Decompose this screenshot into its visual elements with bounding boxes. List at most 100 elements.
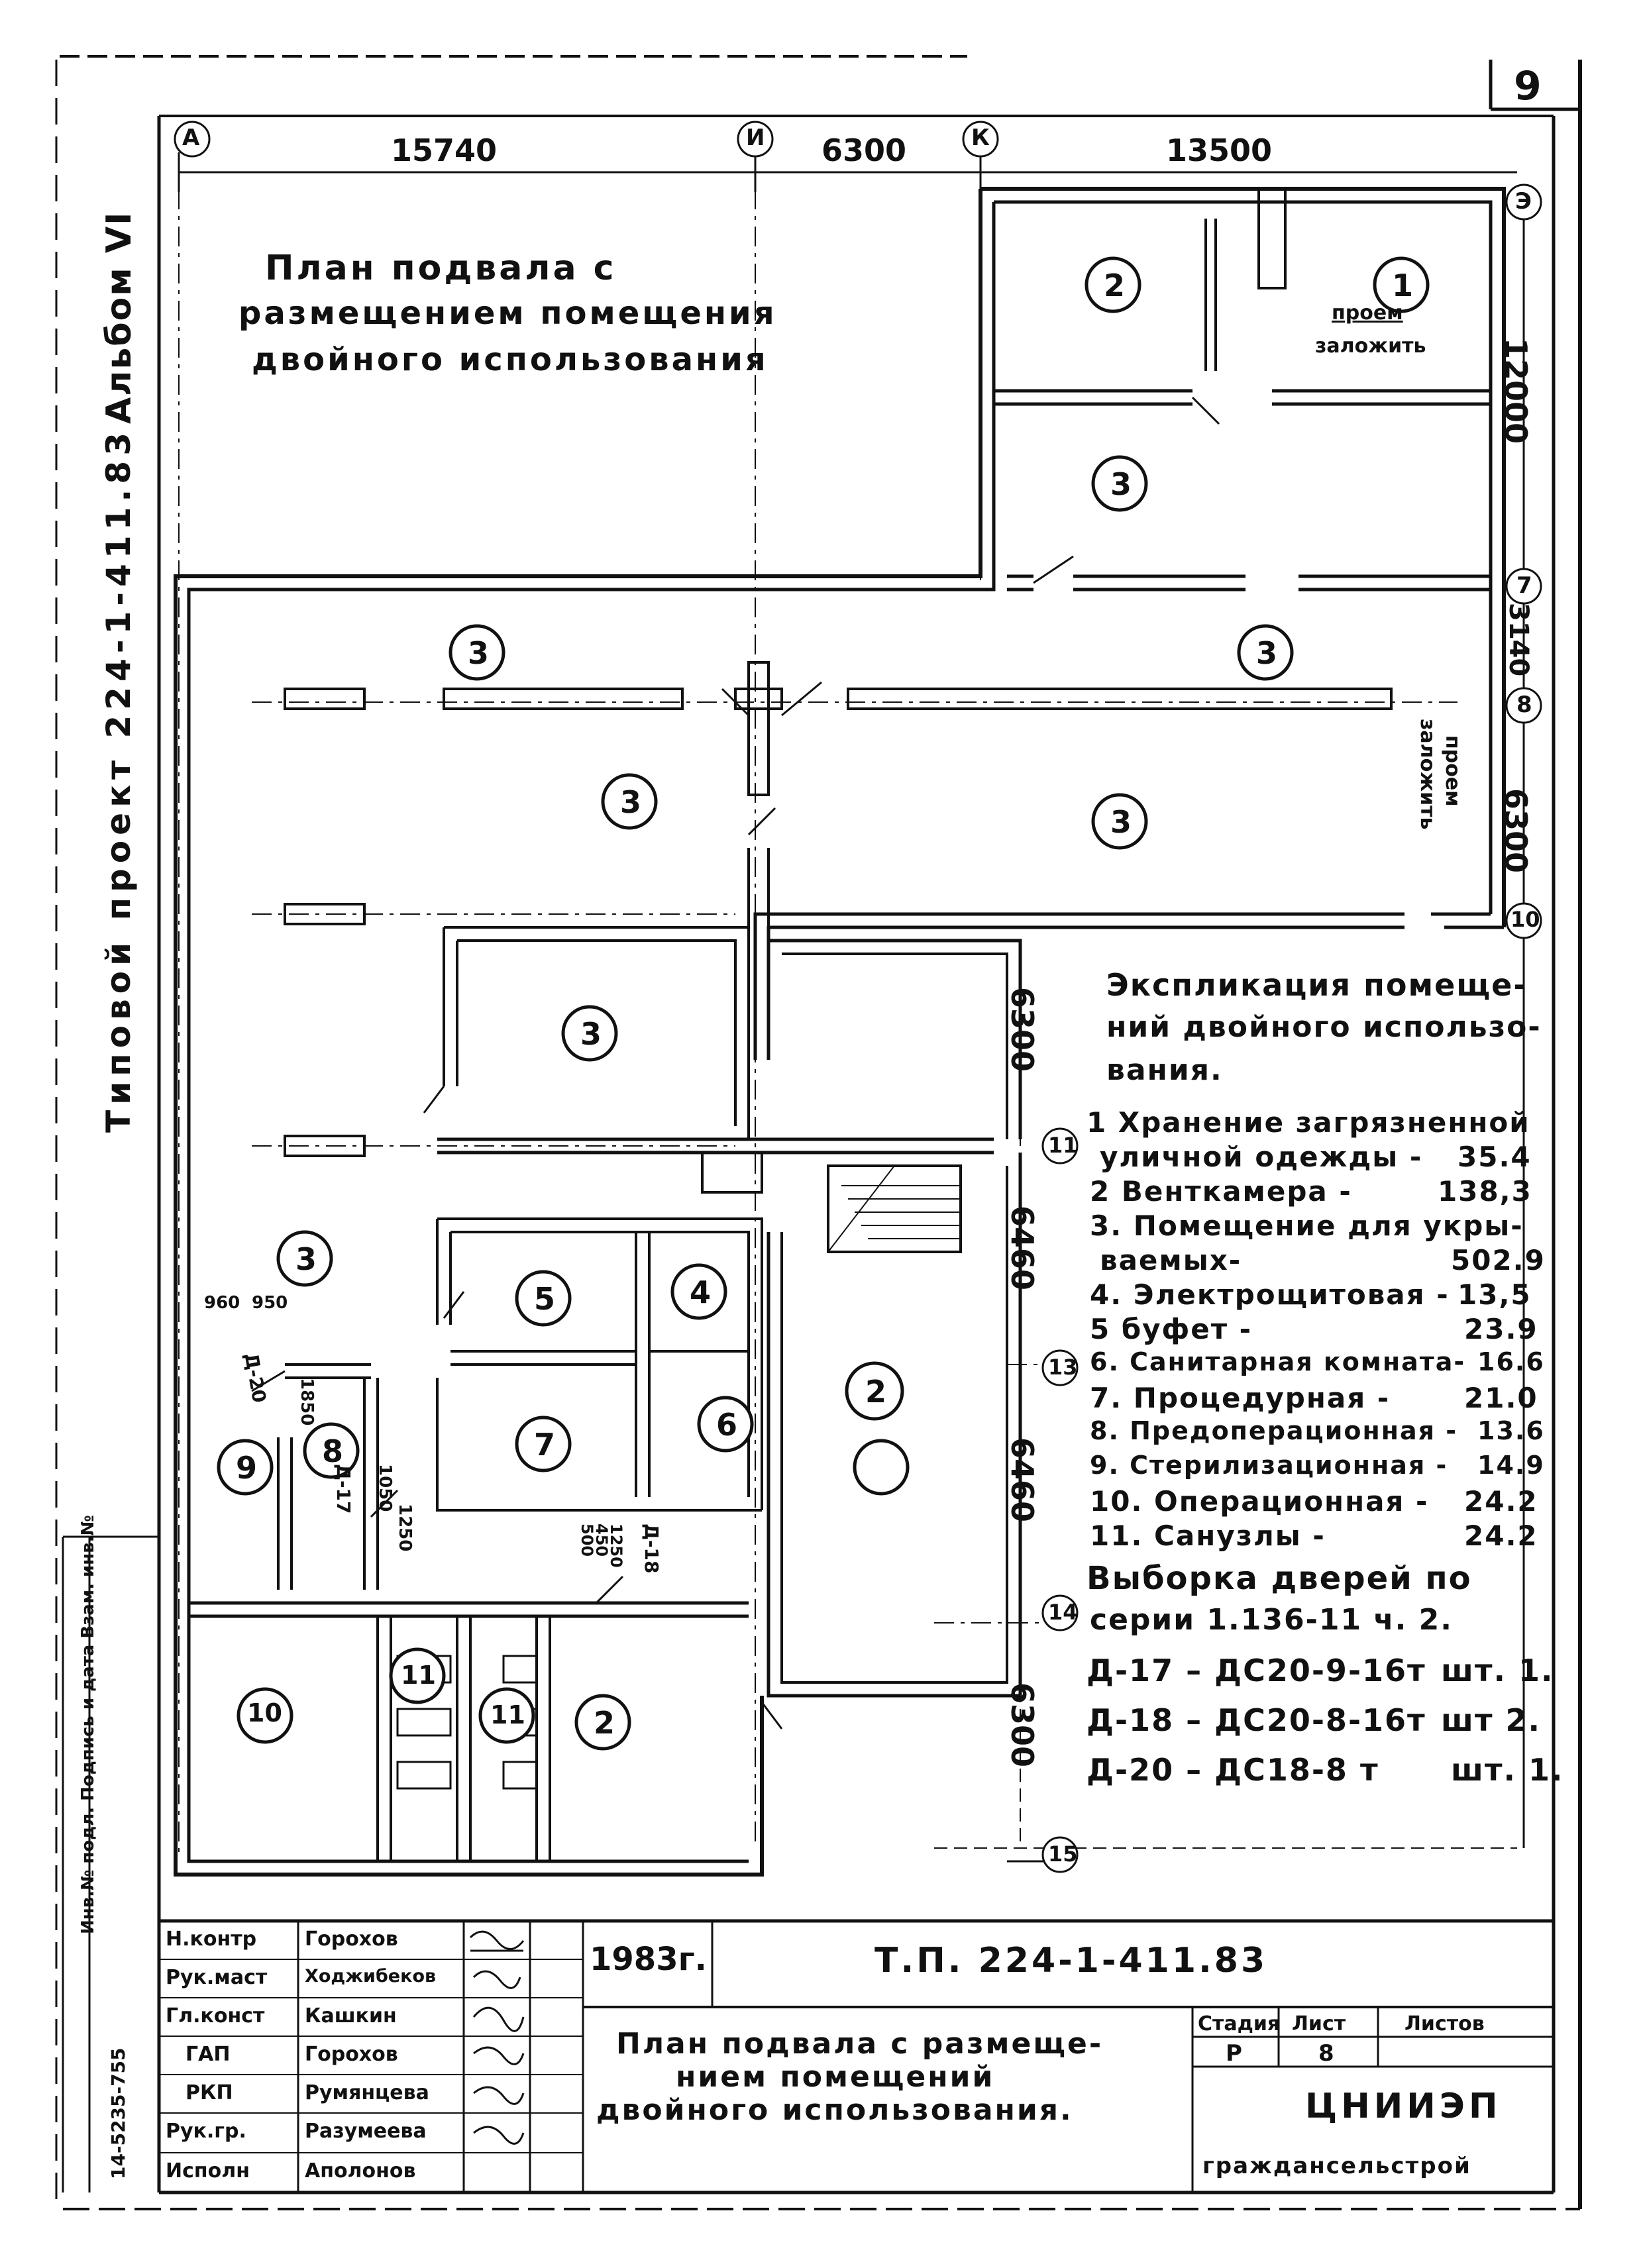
room-number: 3 [580,1016,602,1052]
legend-item-value: 13.6 [1477,1416,1545,1445]
tb-name: Аполонов [305,2159,416,2183]
legend-item-value: 138,3 [1438,1175,1532,1208]
tb-name: Горохов [305,2043,398,2066]
room-number: 11 [401,1661,436,1690]
legend-item-value: 502.9 [1451,1244,1546,1276]
plan-title-line-2: размещением помещения [238,295,777,332]
axis-label-right-5: 13 [1048,1355,1078,1380]
tb-role: Н.контр [166,1928,257,1951]
legend-item-label: 2 Венткамера - [1090,1175,1352,1208]
door-schedule-mark: Д-18 – ДС20-8-16т [1086,1702,1426,1738]
tb-year: 1983г. [590,1941,707,1978]
axis-label-right-3: 10 [1510,907,1540,932]
dimension-top-1: 15740 [391,132,498,168]
axis-label-right-2: 8 [1516,692,1532,718]
door-schedule-qty: шт 2. [1441,1702,1542,1738]
legend-item-label: 6. Санитарная комната- [1090,1347,1466,1376]
door-schedule-mark: Д-17 – ДС20-9-16т [1086,1653,1426,1688]
room-number: 6 [716,1407,738,1443]
room-number-circles [217,256,1430,1751]
axis-label-top-4: Э [1515,188,1532,215]
door-schedule-title-2: серии 1.136-11 ч. 2. [1090,1603,1453,1637]
room-number: 10 [247,1698,282,1727]
dimension-small-2: 950 [252,1293,288,1313]
tb-stage: Р [1226,2040,1242,2067]
legend-item-label: 7. Процедурная - [1090,1382,1391,1414]
room-number: 2 [865,1374,887,1410]
tb-drawing-title-2: нием помещений [676,2060,995,2094]
room-number: 3 [295,1241,317,1277]
tb-drawing-title-1: План подвала с размеще- [616,2027,1104,2061]
legend-item-label: 1 Хранение загрязненной [1086,1106,1530,1139]
room-number: 3 [1256,635,1278,671]
tb-name: Горохов [305,1928,398,1951]
legend-title-3: вания. [1106,1053,1223,1087]
legend-title-2: ний двойного использо- [1106,1010,1542,1044]
legend-item-label: 10. Операционная - [1090,1485,1429,1518]
dimension-top-3: 13500 [1166,132,1273,168]
legend-item-value: 23.9 [1464,1313,1538,1345]
legend-item-label: 8. Предоперационная - [1090,1416,1458,1445]
plan-title-line-3: двойного использования [252,341,768,378]
signatures [469,1930,525,2145]
room-number: 3 [620,784,642,820]
room-number: 3 [1110,804,1132,840]
room-number: 1 [1392,268,1414,303]
plan-title-line-1: План подвала с [265,248,617,288]
tb-role: Рук.гр. [166,2120,246,2143]
legend-item-value: 13,5 [1458,1278,1532,1311]
axis-label-top-2: И [746,125,765,151]
axis-label-right-7: 15 [1048,1841,1078,1867]
axis-label-top-3: К [971,125,990,151]
room-number: 7 [534,1427,556,1463]
legend-item-label: 4. Электрощитовая - [1090,1278,1450,1311]
tb-sheet-label: Лист [1292,2012,1346,2036]
legend-title-1: Экспликация помеще- [1106,967,1528,1003]
tb-sheets-label: Листов [1404,2012,1485,2036]
door-schedule-qty: шт. 1. [1451,1752,1564,1788]
room-number: 11 [490,1700,525,1729]
room-number: 2 [1104,268,1126,303]
legend-item-value: 24.2 [1464,1520,1538,1552]
page-number: 9 [1514,63,1542,109]
legend-item-label: 3. Помещение для укры- [1090,1210,1524,1242]
tb-role: Рук.маст [166,1966,268,1989]
dimension-small-1: 960 [204,1293,240,1313]
legend-item-value: 24.2 [1464,1485,1538,1518]
tb-org: ЦНИИЭП [1305,2087,1502,2126]
tb-sheet: 8 [1318,2040,1334,2067]
legend-item-value: 21.0 [1464,1382,1538,1414]
tb-name: Разумеева [305,2120,427,2143]
door-schedule-qty: шт. 1. [1441,1653,1554,1688]
tb-org-sub: граждансельстрой [1202,2153,1471,2179]
legend-item-value: 14.9 [1477,1451,1545,1480]
legend-item-label: 11. Санузлы - [1090,1520,1326,1552]
axis-label-top-1: А [182,125,200,151]
tb-name: Ходжибеков [305,1966,437,1986]
opening-note-1-line-1: проем [1332,301,1403,325]
room-number: 5 [534,1281,556,1317]
door-schedule-mark: Д-20 – ДС18-8 т [1086,1752,1379,1788]
axis-label-right-4: 11 [1048,1133,1078,1158]
legend-item-value: 35.4 [1458,1141,1532,1173]
legend-item-value: 16.6 [1477,1347,1545,1376]
tb-role: РКП [186,2081,233,2104]
tb-code: Т.П. 224-1-411.83 [874,1941,1268,1981]
legend-item-label: уличной одежды - [1100,1141,1423,1173]
room-number: 3 [1110,466,1132,502]
room-number: 2 [594,1705,615,1741]
axis-label-right-1: 7 [1516,572,1532,599]
legend-item-label: 9. Стерилизационная - [1090,1451,1448,1480]
opening-note-1-line-2: заложить [1315,335,1426,358]
legend-item-label: ваемых- [1100,1244,1242,1276]
legend-item-label: 5 буфет - [1090,1313,1253,1345]
tb-name: Кашкин [305,2004,397,2028]
axis-markers [174,121,1542,1873]
axis-label-right-6: 14 [1048,1600,1078,1625]
tb-name: Румянцева [305,2081,429,2104]
tb-drawing-title-3: двойного использования. [596,2093,1073,2127]
tb-stage-label: Стадия [1198,2012,1281,2036]
